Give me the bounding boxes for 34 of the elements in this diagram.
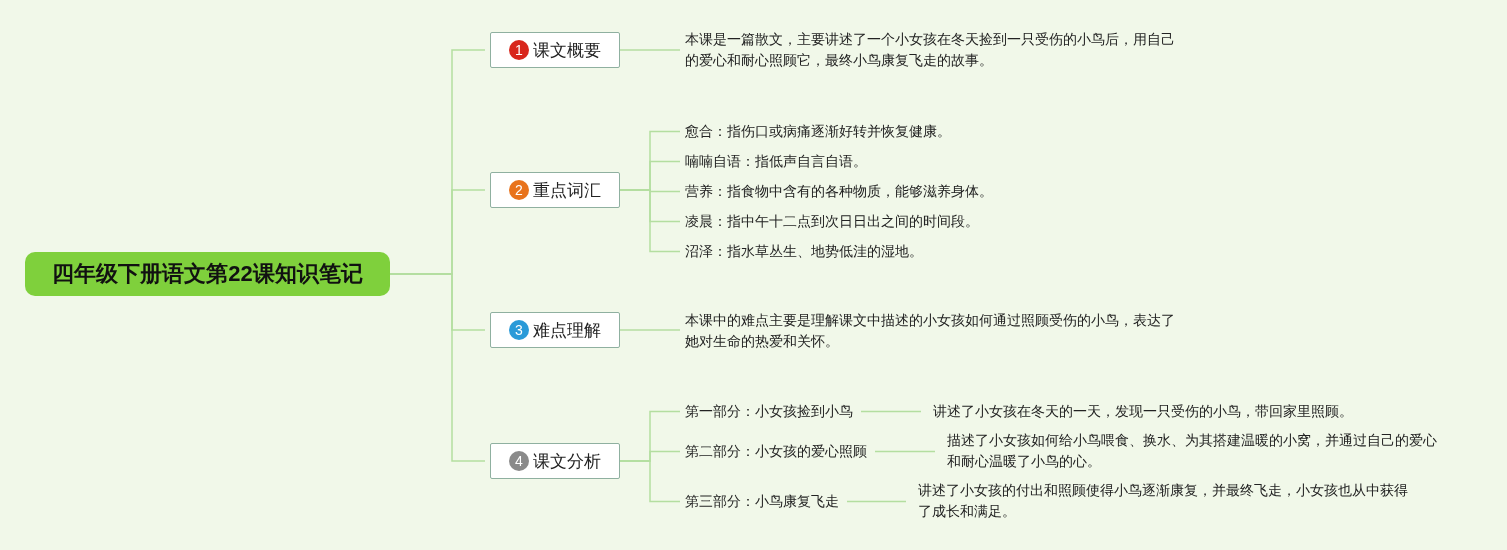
note-text: 愈合：指伤口或病痛逐渐好转并恢复健康。	[685, 120, 951, 142]
topic-text: 课文分析	[533, 450, 601, 473]
note-text: 第三部分：小鸟康复飞走	[685, 490, 839, 512]
topic-text: 难点理解	[533, 319, 601, 342]
note-text: 本课中的难点主要是理解课文中描述的小女孩如何通过照顾受伤的小鸟，表达了她对生命的热爱和关怀。	[685, 310, 1185, 352]
note-text: 沼泽：指水草丛生、地势低洼的湿地。	[685, 240, 923, 262]
connector-line	[874, 450, 936, 453]
connector-line	[860, 410, 922, 413]
note-text: 第二部分：小女孩的爱心照顾	[685, 440, 867, 462]
note-text: 讲述了小女孩的付出和照顾使得小鸟逐渐康复，并最终飞走，小女孩也从中获得了成长和满足。	[918, 480, 1418, 522]
topic-box	[490, 312, 620, 348]
root-box: 四年级下册语文第22课知识笔记	[25, 252, 390, 296]
note-text: 讲述了小女孩在冬天的一天，发现一只受伤的小鸟，带回家里照顾。	[933, 400, 1353, 422]
note-text: 描述了小女孩如何给小鸟喂食、换水、为其搭建温暖的小窝，并通过自己的爱心和耐心温暖了小鸟的心。	[947, 430, 1447, 472]
topic-box	[490, 172, 620, 208]
number-badge: 4	[509, 451, 529, 471]
note-text: 营养：指食物中含有的各种物质，能够滋养身体。	[685, 180, 993, 202]
connector-line	[846, 500, 907, 503]
topic-box	[490, 443, 620, 479]
connector-line	[619, 329, 681, 331]
note-text: 喃喃自语：指低声自言自语。	[685, 150, 867, 172]
note-text: 本课是一篇散文，主要讲述了一个小女孩在冬天捡到一只受伤的小鸟后，用自己的爱心和耐心照顾它，最终小鸟康复飞走的故事。	[685, 29, 1185, 71]
note-text: 第一部分：小女孩捡到小鸟	[685, 400, 853, 422]
topic-box	[490, 32, 620, 68]
connector-line	[619, 189, 681, 253]
connector-line	[619, 49, 681, 51]
number-badge: 2	[509, 180, 529, 200]
topic-text: 课文概要	[533, 39, 601, 62]
topic-text: 重点词汇	[533, 179, 601, 202]
connector-line	[619, 460, 681, 503]
number-badge: 1	[509, 40, 529, 60]
number-badge: 3	[509, 320, 529, 340]
connector-line	[389, 273, 486, 462]
note-text: 凌晨：指中午十二点到次日日出之间的时间段。	[685, 210, 979, 232]
